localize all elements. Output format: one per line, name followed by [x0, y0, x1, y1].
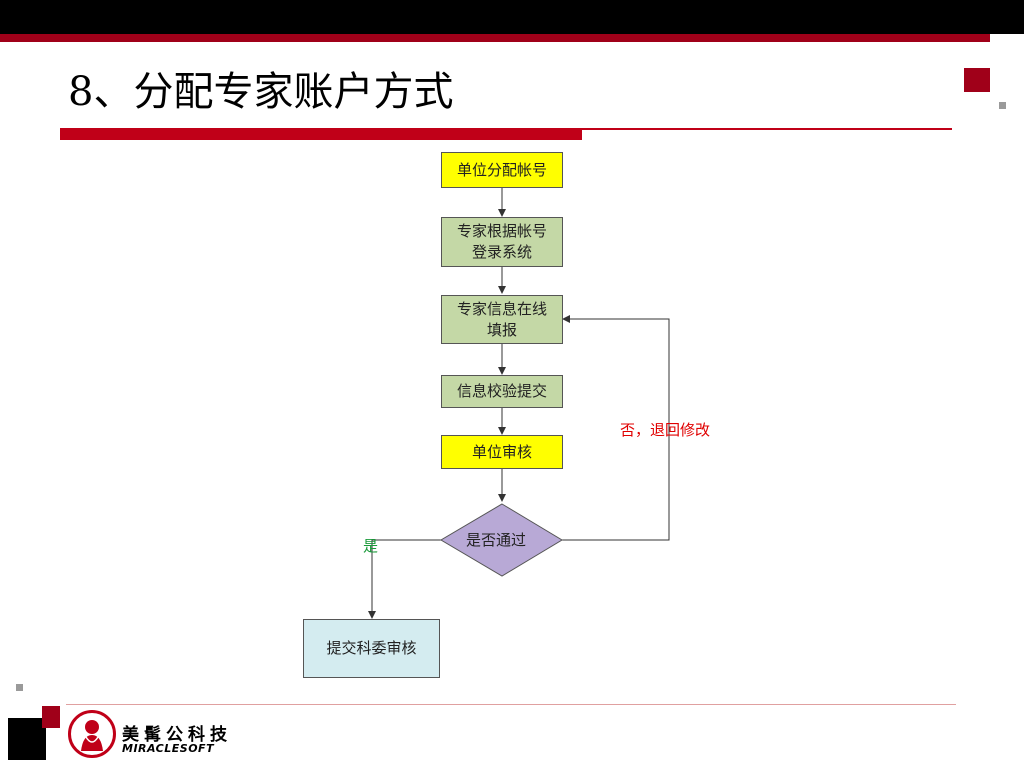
step-expert-login-line1: 专家根据帐号 [456, 222, 547, 240]
step-expert-login: 专家根据帐号 登录系统 [441, 217, 563, 267]
step-submit-commission: 提交科委审核 [303, 619, 440, 678]
step-online-fill-line1: 专家信息在线 [456, 299, 547, 318]
step-assign-account-text: 单位分配帐号 [456, 160, 547, 179]
corner-red-square [964, 68, 990, 92]
step-online-fill: 专家信息在线 填报 [441, 295, 563, 344]
company-name-en: MIRACLESOFT [122, 742, 215, 755]
logo-red-square [42, 706, 60, 728]
corner-notch [990, 34, 1024, 68]
arrow-no-loop [562, 315, 670, 541]
step-online-fill-line2: 填报 [486, 320, 517, 339]
decision-diamond [440, 503, 563, 577]
step-validate-submit: 信息校验提交 [441, 375, 563, 408]
step-unit-review-text: 单位审核 [471, 442, 532, 461]
slide-title: 8、分配专家账户方式 [68, 69, 454, 115]
arrow-yes [368, 539, 441, 619]
corner-gray-bullet [999, 102, 1006, 109]
no-label: 否，退回修改 [620, 421, 711, 439]
title-underline-thick [60, 128, 582, 140]
yes-label: 是 [363, 537, 379, 555]
company-name-cn: 美髯公科技 [122, 725, 232, 745]
left-gray-bullet [16, 684, 23, 691]
step-validate-submit-text: 信息校验提交 [456, 382, 547, 400]
top-black-bar [0, 0, 1024, 34]
title-underline-thin [582, 128, 952, 130]
logo-black-square [8, 718, 46, 760]
decision-text: 是否通过 [466, 531, 527, 549]
top-red-bar [0, 34, 990, 42]
company-logo-icon [68, 710, 116, 758]
footer-divider [66, 704, 956, 705]
step-unit-review: 单位审核 [441, 435, 563, 469]
step-expert-login-line2: 登录系统 [471, 243, 532, 261]
step-assign-account: 单位分配帐号 [441, 152, 563, 188]
step-submit-commission-text: 提交科委审核 [326, 639, 417, 657]
